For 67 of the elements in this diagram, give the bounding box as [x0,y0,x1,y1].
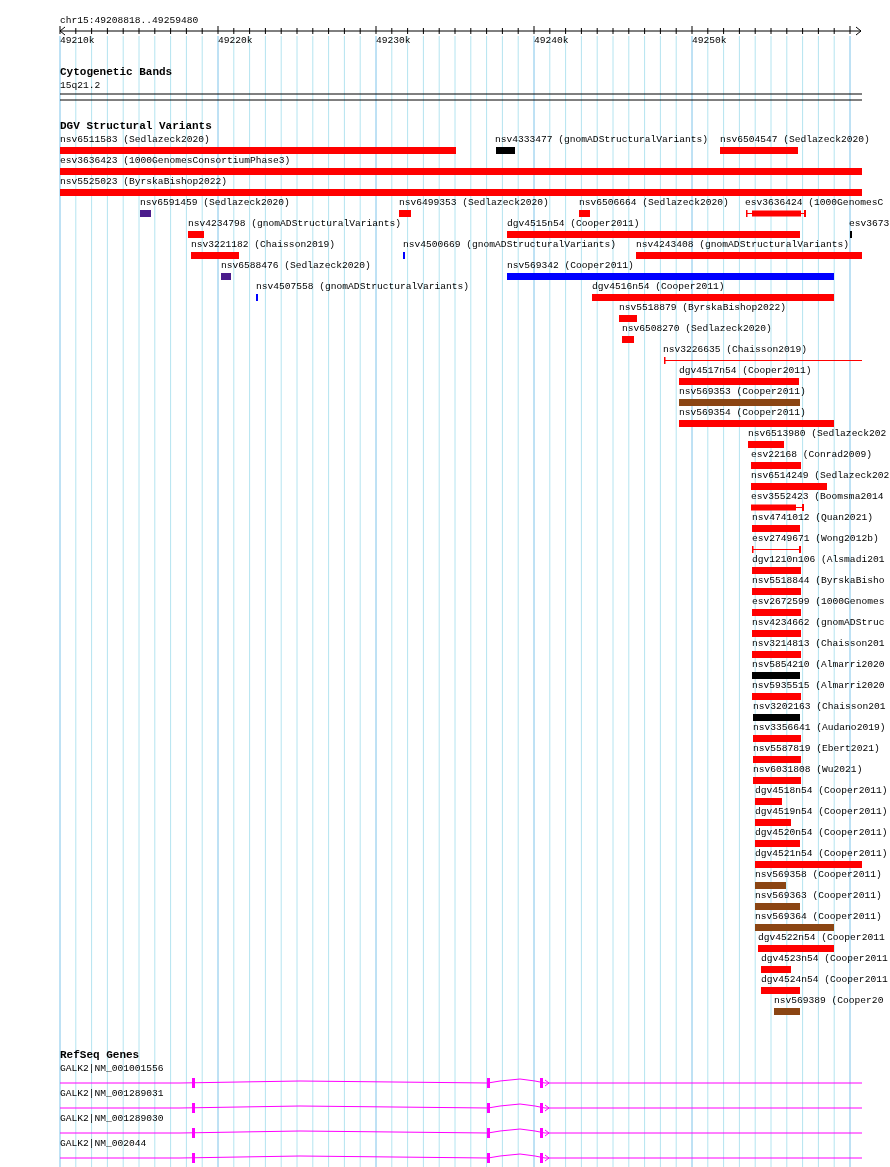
tick-label: 49250k [692,35,727,46]
variant-label: nsv3202163 (Chaisson201 [753,701,886,712]
variant-label: nsv6508270 (Sedlazeck2020) [622,323,772,334]
variant-label: nsv6499353 (Sedlazeck2020) [399,197,549,208]
variant-label: nsv4234798 (gnomADStructuralVariants) [188,218,402,229]
variant-label: esv3636423 (1000GenomesConsortiumPhase3) [60,155,291,166]
tick-label: 49230k [376,35,411,46]
variant-label: dgv4518n54 (Cooper2011) [755,785,888,796]
variant-label: esv2749671 (Wong2012b) [752,533,879,544]
variant-label: nsv3221182 (Chaisson2019) [191,239,335,250]
transcript-label: GALK2|NM_001289031 [60,1088,164,1099]
variant-label: nsv6031808 (Wu2021) [753,764,863,775]
variant-label: dgv1210n106 (Alsmadi201 [752,554,885,565]
variant-label: dgv4519n54 (Cooper2011) [755,806,888,817]
variant-label: nsv6511583 (Sedlazeck2020) [60,134,210,145]
variant-label: nsv3226635 (Chaisson2019) [663,344,807,355]
variant-label: nsv4234662 (gnomADStruc [752,617,885,628]
variant-label: nsv569342 (Cooper2011) [507,260,634,271]
variant-label: esv3673 [849,218,890,229]
track-heading: DGV Structural Variants [60,121,212,132]
variant-label: nsv3214813 (Chaisson201 [752,638,885,649]
variant-label: nsv6506664 (Sedlazeck2020) [579,197,729,208]
variant-label: nsv4333477 (gnomADStructuralVariants) [495,134,709,145]
variant-label: nsv6588476 (Sedlazeck2020) [221,260,371,271]
variant-label: nsv569364 (Cooper2011) [755,911,882,922]
variant-label: nsv569354 (Cooper2011) [679,407,806,418]
variant-label: nsv6591459 (Sedlazeck2020) [140,197,290,208]
variant-label: nsv5518844 (ByrskaBisho [752,575,885,586]
tick-label: 49220k [218,35,253,46]
variant-label: esv3552423 (Boomsma2014 [751,491,884,502]
variant-label: nsv4741012 (Quan2021) [752,512,873,523]
track-heading: RefSeq Genes [60,1050,140,1061]
variant-label: nsv569389 (Cooper20 [774,995,884,1006]
variant-label: nsv6514249 (Sedlazeck202 [751,470,890,481]
variant-label: nsv4500669 (gnomADStructuralVariants) [403,239,617,250]
variant-label: nsv5525023 (ByrskaBishop2022) [60,176,227,187]
variant-label: nsv569358 (Cooper2011) [755,869,882,880]
variant-label: nsv5935515 (Almarri2020 [752,680,885,691]
variant-label: nsv6504547 (Sedlazeck2020) [720,134,870,145]
tick-label: 49240k [534,35,569,46]
variant-label: nsv569363 (Cooper2011) [755,890,882,901]
variant-label: dgv4515n54 (Cooper2011) [507,218,640,229]
variant-label: dgv4517n54 (Cooper2011) [679,365,812,376]
variant-label: dgv4524n54 (Cooper2011 [761,974,888,985]
region-label: chr15:49208818..49259480 [60,15,199,26]
variant-label: nsv4243408 (gnomADStructuralVariants) [636,239,850,250]
region-label: 15q21.2 [60,80,101,91]
variant-label: nsv569353 (Cooper2011) [679,386,806,397]
variant-label: dgv4520n54 (Cooper2011) [755,827,888,838]
variant-label: dgv4522n54 (Cooper2011 [758,932,885,943]
variant-label: esv22168 (Conrad2009) [751,449,872,460]
variant-label: dgv4516n54 (Cooper2011) [592,281,725,292]
variant-label: dgv4521n54 (Cooper2011) [755,848,888,859]
variant-label: nsv6513980 (Sedlazeck202 [748,428,887,439]
variant-label: nsv5518879 (ByrskaBishop2022) [619,302,786,313]
variant-label: esv3636424 (1000GenomesC [745,197,884,208]
transcript-label: GALK2|NM_001289030 [60,1113,164,1124]
tick-label: 49210k [60,35,95,46]
track-heading: Cytogenetic Bands [60,67,173,78]
variant-label: nsv4507558 (gnomADStructuralVariants) [256,281,470,292]
variant-label: nsv5587819 (Ebert2021) [753,743,880,754]
transcript-label: GALK2|NM_002044 [60,1138,147,1149]
variant-label: esv2672599 (1000Genomes [752,596,885,607]
variant-label: nsv3356641 (Audano2019) [753,722,886,733]
transcript-label: GALK2|NM_001001556 [60,1063,164,1074]
variant-label: dgv4523n54 (Cooper2011 [761,953,888,964]
variant-label: nsv5854210 (Almarri2020 [752,659,885,670]
